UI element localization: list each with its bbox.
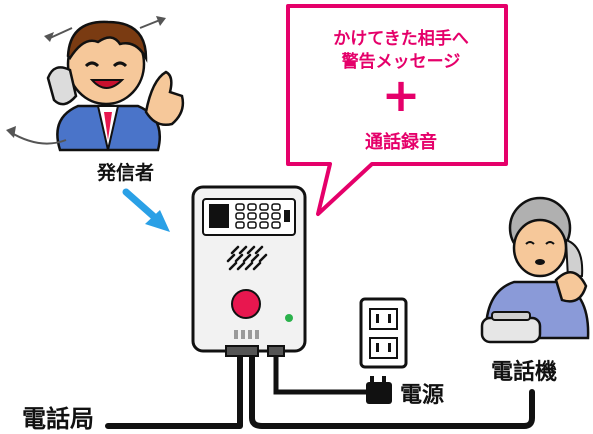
record-button <box>231 289 261 319</box>
caller-label: 発信者 <box>97 162 155 184</box>
call-arrow-icon <box>122 188 170 232</box>
power-cable <box>273 352 368 395</box>
bubble-recording-line: 通話録音 <box>365 132 437 153</box>
bubble-warning-line2: 警告メッセージ <box>341 52 461 72</box>
speaker-grille <box>226 245 268 271</box>
plug-icon <box>366 376 392 404</box>
speech-bubble <box>286 4 508 216</box>
phone-label: 電話機 <box>491 360 558 385</box>
led-indicator <box>285 314 293 322</box>
bubble-plus-sign: + <box>381 68 421 122</box>
line-cables <box>105 349 535 429</box>
outlet-icon <box>359 297 408 369</box>
receiver-figure <box>480 196 590 344</box>
recorder-device <box>191 185 307 357</box>
power-label: 電源 <box>400 383 445 408</box>
exchange-label: 電話局 <box>22 405 94 433</box>
bubble-warning-line1: かけてきた相手へ <box>333 29 469 49</box>
caller-figure <box>6 16 185 152</box>
